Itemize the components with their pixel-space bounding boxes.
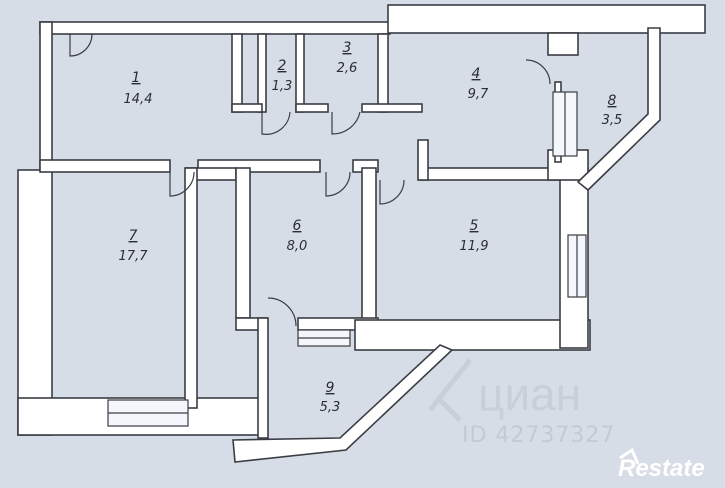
room-8-area: 3,5	[602, 113, 623, 128]
wall-6-5-vert	[361, 167, 377, 329]
door-room-5	[379, 179, 405, 205]
door-room-7	[169, 171, 195, 197]
wall-bath-inner	[257, 33, 267, 113]
watermark-brand: циан	[478, 368, 581, 420]
wall-loggia-8	[576, 27, 661, 192]
door-room-1	[69, 33, 93, 57]
doors	[69, 33, 551, 327]
wall-left-outer-lower	[17, 169, 53, 436]
wall-5-top-stub	[417, 139, 429, 181]
restate-logo-text: Restate	[618, 455, 705, 482]
room-7-area: 17,7	[119, 249, 149, 264]
room-3-area: 2,6	[337, 61, 358, 76]
room-5-number: 5	[470, 218, 479, 234]
restate-logo-icon	[619, 447, 640, 465]
watermark: циан ID 42737327	[428, 358, 615, 448]
room-labels: 1 14,4 2 1,3 3 2,6 4 9,7 5 11,9 6 8,0 7 …	[119, 40, 623, 415]
wall-6-left	[235, 167, 251, 319]
room-6-number: 6	[293, 218, 302, 234]
watermark-id: ID 42737327	[462, 423, 615, 448]
restate-logo: Restate	[618, 447, 705, 482]
wall-bath-2-3	[295, 33, 305, 113]
wall-bath-3-4	[377, 33, 389, 113]
door-room-4	[525, 59, 551, 85]
room-1-area: 14,4	[124, 92, 153, 107]
room-2-number: 2	[278, 58, 287, 74]
wall-bath-left	[231, 33, 243, 113]
wall-top-left	[39, 21, 391, 35]
room-6-area: 8,0	[287, 239, 308, 254]
wall-mid-1-7	[39, 159, 171, 173]
room-8-number: 8	[608, 93, 617, 109]
windows	[107, 91, 587, 427]
room-4-area: 9,7	[468, 87, 489, 102]
room-4-number: 4	[472, 66, 481, 82]
walls	[17, 4, 706, 463]
room-2-area: 1,3	[272, 79, 293, 94]
room-9-number: 9	[326, 380, 335, 396]
wall-bath-bottom-2	[295, 103, 329, 113]
room-7-number: 7	[129, 228, 138, 244]
room-1-number: 1	[132, 70, 141, 86]
wall-7-6-vert	[184, 167, 198, 409]
wall-5-top	[419, 167, 561, 181]
wall-top-right	[387, 4, 706, 34]
wall-9-left	[257, 317, 269, 439]
room-9-area: 5,3	[320, 400, 341, 415]
wall-bath-bottom-3	[361, 103, 423, 113]
wall-4-right	[547, 32, 579, 56]
door-room-9	[267, 297, 297, 327]
door-room-3	[331, 111, 361, 135]
cian-logo-icon	[428, 358, 472, 422]
door-room-2	[261, 111, 291, 135]
wall-bath-bottom	[231, 103, 263, 113]
door-room-6	[325, 171, 351, 197]
wall-5-bottom	[354, 319, 591, 351]
wall-left-outer-upper	[39, 21, 53, 173]
room-5-area: 11,9	[460, 239, 489, 254]
wall-loggia-9	[232, 344, 454, 463]
room-3-number: 3	[343, 40, 352, 56]
